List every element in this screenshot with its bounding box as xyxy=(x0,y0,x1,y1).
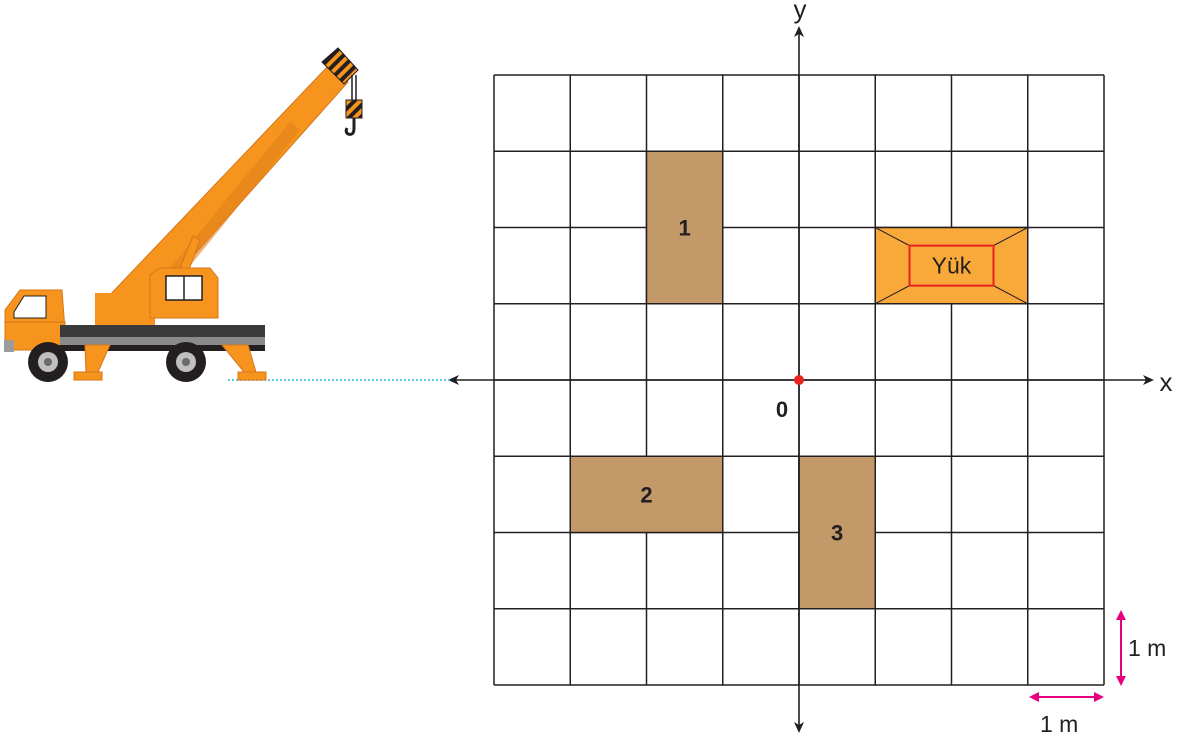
block-label-3: 3 xyxy=(831,521,843,546)
origin-label: 0 xyxy=(776,397,788,422)
vertical-scale-arrow xyxy=(1116,610,1126,686)
outrigger-front xyxy=(85,345,110,372)
load-label: Yük xyxy=(932,253,972,279)
vertical-scale-label: 1 m xyxy=(1128,635,1166,661)
scale-indicator: 1 m 1 m xyxy=(1029,610,1166,737)
load-box: Yük xyxy=(875,228,1028,304)
crane-base xyxy=(95,293,155,328)
block-label-2: 2 xyxy=(640,482,652,507)
x-axis-label: x xyxy=(1160,367,1173,397)
hook-block xyxy=(346,100,362,118)
mobile-crane-icon xyxy=(4,48,362,382)
wheel-rear xyxy=(166,342,206,382)
axes: x y 0 xyxy=(448,0,1173,733)
hook-icon xyxy=(346,118,354,134)
origin-dot xyxy=(794,375,804,385)
horizontal-scale-label: 1 m xyxy=(1040,711,1078,737)
y-axis-label: y xyxy=(794,0,807,24)
horizontal-scale-arrow xyxy=(1029,692,1104,702)
wheel-front xyxy=(28,342,68,382)
truck-chassis xyxy=(60,325,265,337)
block-label-1: 1 xyxy=(679,216,691,241)
crane-boom xyxy=(105,64,348,318)
